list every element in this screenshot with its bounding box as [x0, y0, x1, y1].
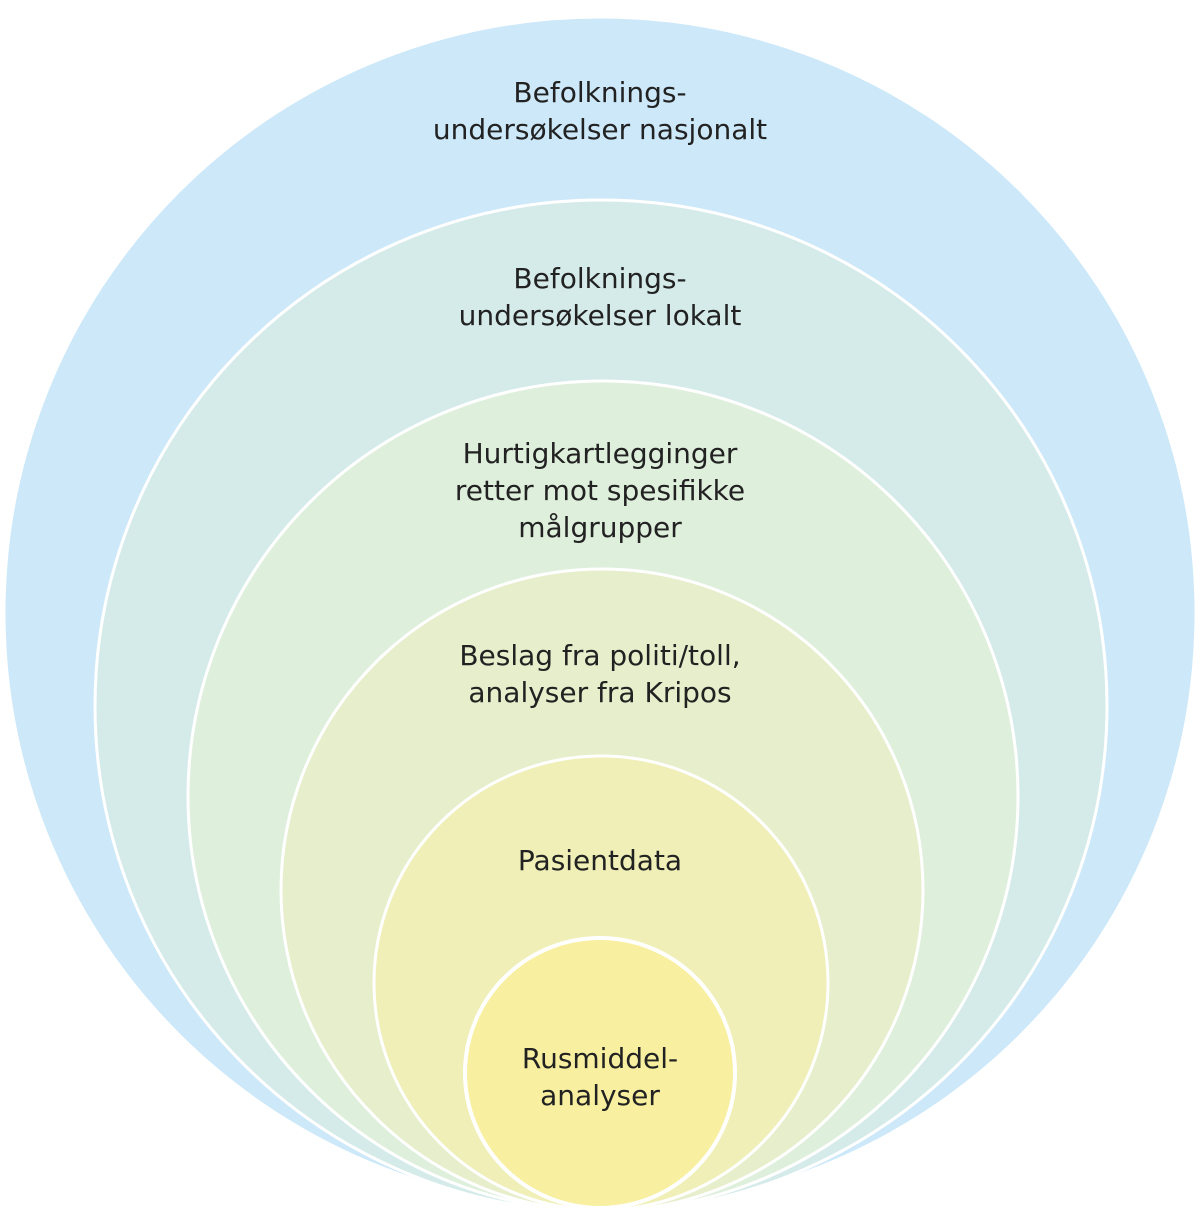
- label-line: undersøkelser nasjonalt: [432, 113, 768, 146]
- label-national-surveys: Befolknings- undersøkelser nasjonalt: [0, 74, 1200, 148]
- label-line: retter mot spesifikke: [454, 474, 746, 507]
- ring-drug-analyses: [463, 936, 737, 1210]
- label-patient-data: Pasientdata: [0, 842, 1200, 879]
- label-line: Befolknings-: [513, 76, 687, 109]
- label-local-surveys: Befolknings- undersøkelser lokalt: [0, 260, 1200, 334]
- label-drug-analyses: Rusmiddel- analyser: [0, 1040, 1200, 1114]
- label-seizures: Beslag fra politi/toll, analyser fra Kri…: [0, 637, 1200, 711]
- label-line: målgrupper: [518, 511, 682, 544]
- label-line: Rusmiddel-: [521, 1042, 679, 1075]
- label-line: Hurtigkartlegginger: [462, 437, 738, 470]
- label-rapid-assessments: Hurtigkartlegginger retter mot spesifikk…: [0, 435, 1200, 546]
- label-line: Pasientdata: [517, 844, 683, 877]
- label-line: undersøkelser lokalt: [458, 299, 742, 332]
- label-line: Beslag fra politi/toll,: [459, 639, 741, 672]
- label-line: Befolknings-: [513, 262, 687, 295]
- label-line: analyser fra Kripos: [468, 676, 732, 709]
- label-line: analyser: [540, 1079, 660, 1112]
